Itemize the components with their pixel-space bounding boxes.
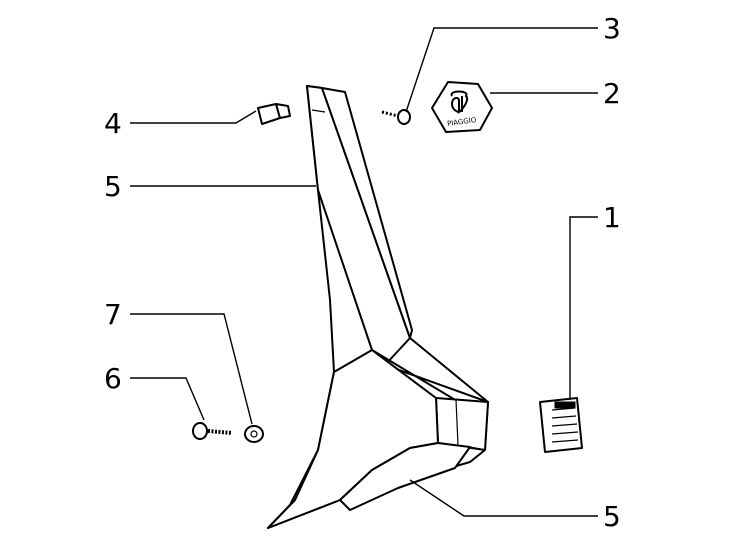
callout-numbers: 1 2 3 4 5 5 6 7 — [104, 12, 621, 533]
callout-6: 6 — [104, 362, 122, 395]
leader-line-1 — [569, 216, 598, 400]
callout-5-upper: 5 — [104, 170, 122, 203]
callout-5-lower: 5 — [603, 500, 621, 533]
leader-line-7 — [130, 313, 253, 425]
vent-grille-part-1 — [539, 397, 583, 453]
callout-2: 2 — [603, 77, 621, 110]
callout-4: 4 — [104, 107, 122, 140]
screw-part-3 — [381, 109, 411, 125]
leader-line-3 — [405, 27, 598, 113]
callout-1: 1 — [603, 201, 621, 234]
leader-lines — [130, 27, 598, 517]
leader-line-4 — [130, 110, 257, 124]
clip-part-4 — [257, 103, 291, 125]
piaggio-logo-icon — [450, 90, 469, 114]
piaggio-badge-part-2: PIAGGIO — [431, 81, 493, 133]
callout-3: 3 — [603, 12, 621, 45]
callout-7: 7 — [104, 298, 122, 331]
leader-line-5-lower — [409, 479, 598, 517]
leader-line-6 — [130, 377, 205, 421]
nut-part-7 — [244, 425, 264, 443]
legshield-panel — [267, 85, 489, 529]
bolt-part-6 — [192, 422, 233, 440]
